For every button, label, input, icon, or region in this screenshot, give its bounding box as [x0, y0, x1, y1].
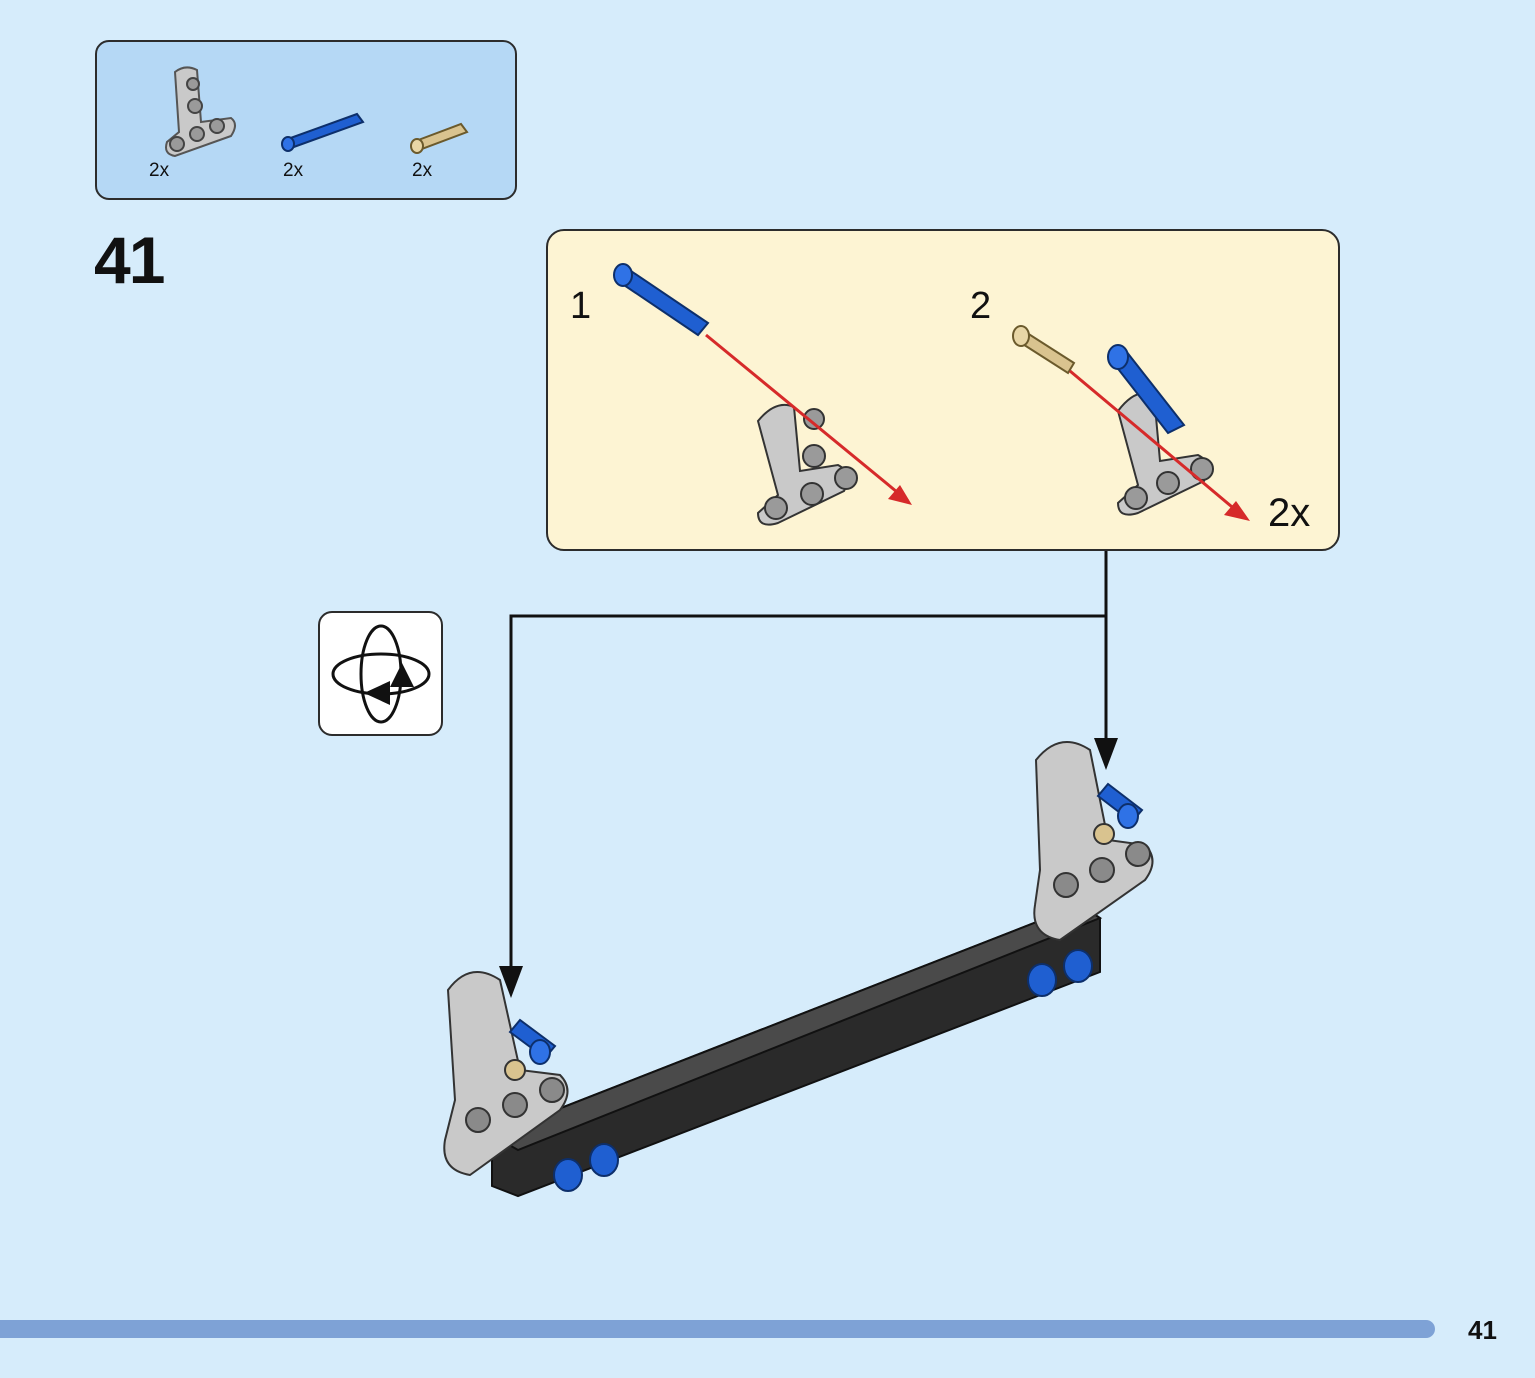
substep-1-illustration	[613, 263, 912, 526]
step-number: 41	[94, 223, 165, 297]
substep-2-number: 2	[970, 285, 992, 327]
blue-pin-part-icon	[281, 112, 365, 152]
rotate-model-icon	[318, 611, 443, 736]
main-assembly-illustration	[443, 551, 1154, 1198]
substep-2-illustration	[1012, 325, 1250, 521]
t-beam-qty: 2x	[149, 160, 170, 181]
page-number: 41	[1468, 1315, 1497, 1345]
rotate-arrows-icon	[331, 624, 431, 724]
substep-1-number: 1	[570, 285, 592, 327]
callout-multiplier: 2x	[1268, 491, 1311, 535]
tan-pin-qty: 2x	[412, 160, 433, 181]
t-beam-part-icon	[165, 66, 236, 158]
blue-pin-qty: 2x	[283, 160, 304, 181]
footer-progress-bar	[0, 1320, 1435, 1338]
parts-list-box: 2x 2x 2x	[95, 40, 517, 200]
sub-assembly-callout: 1 2 2x	[546, 229, 1340, 551]
tan-pin-part-icon	[410, 122, 469, 154]
